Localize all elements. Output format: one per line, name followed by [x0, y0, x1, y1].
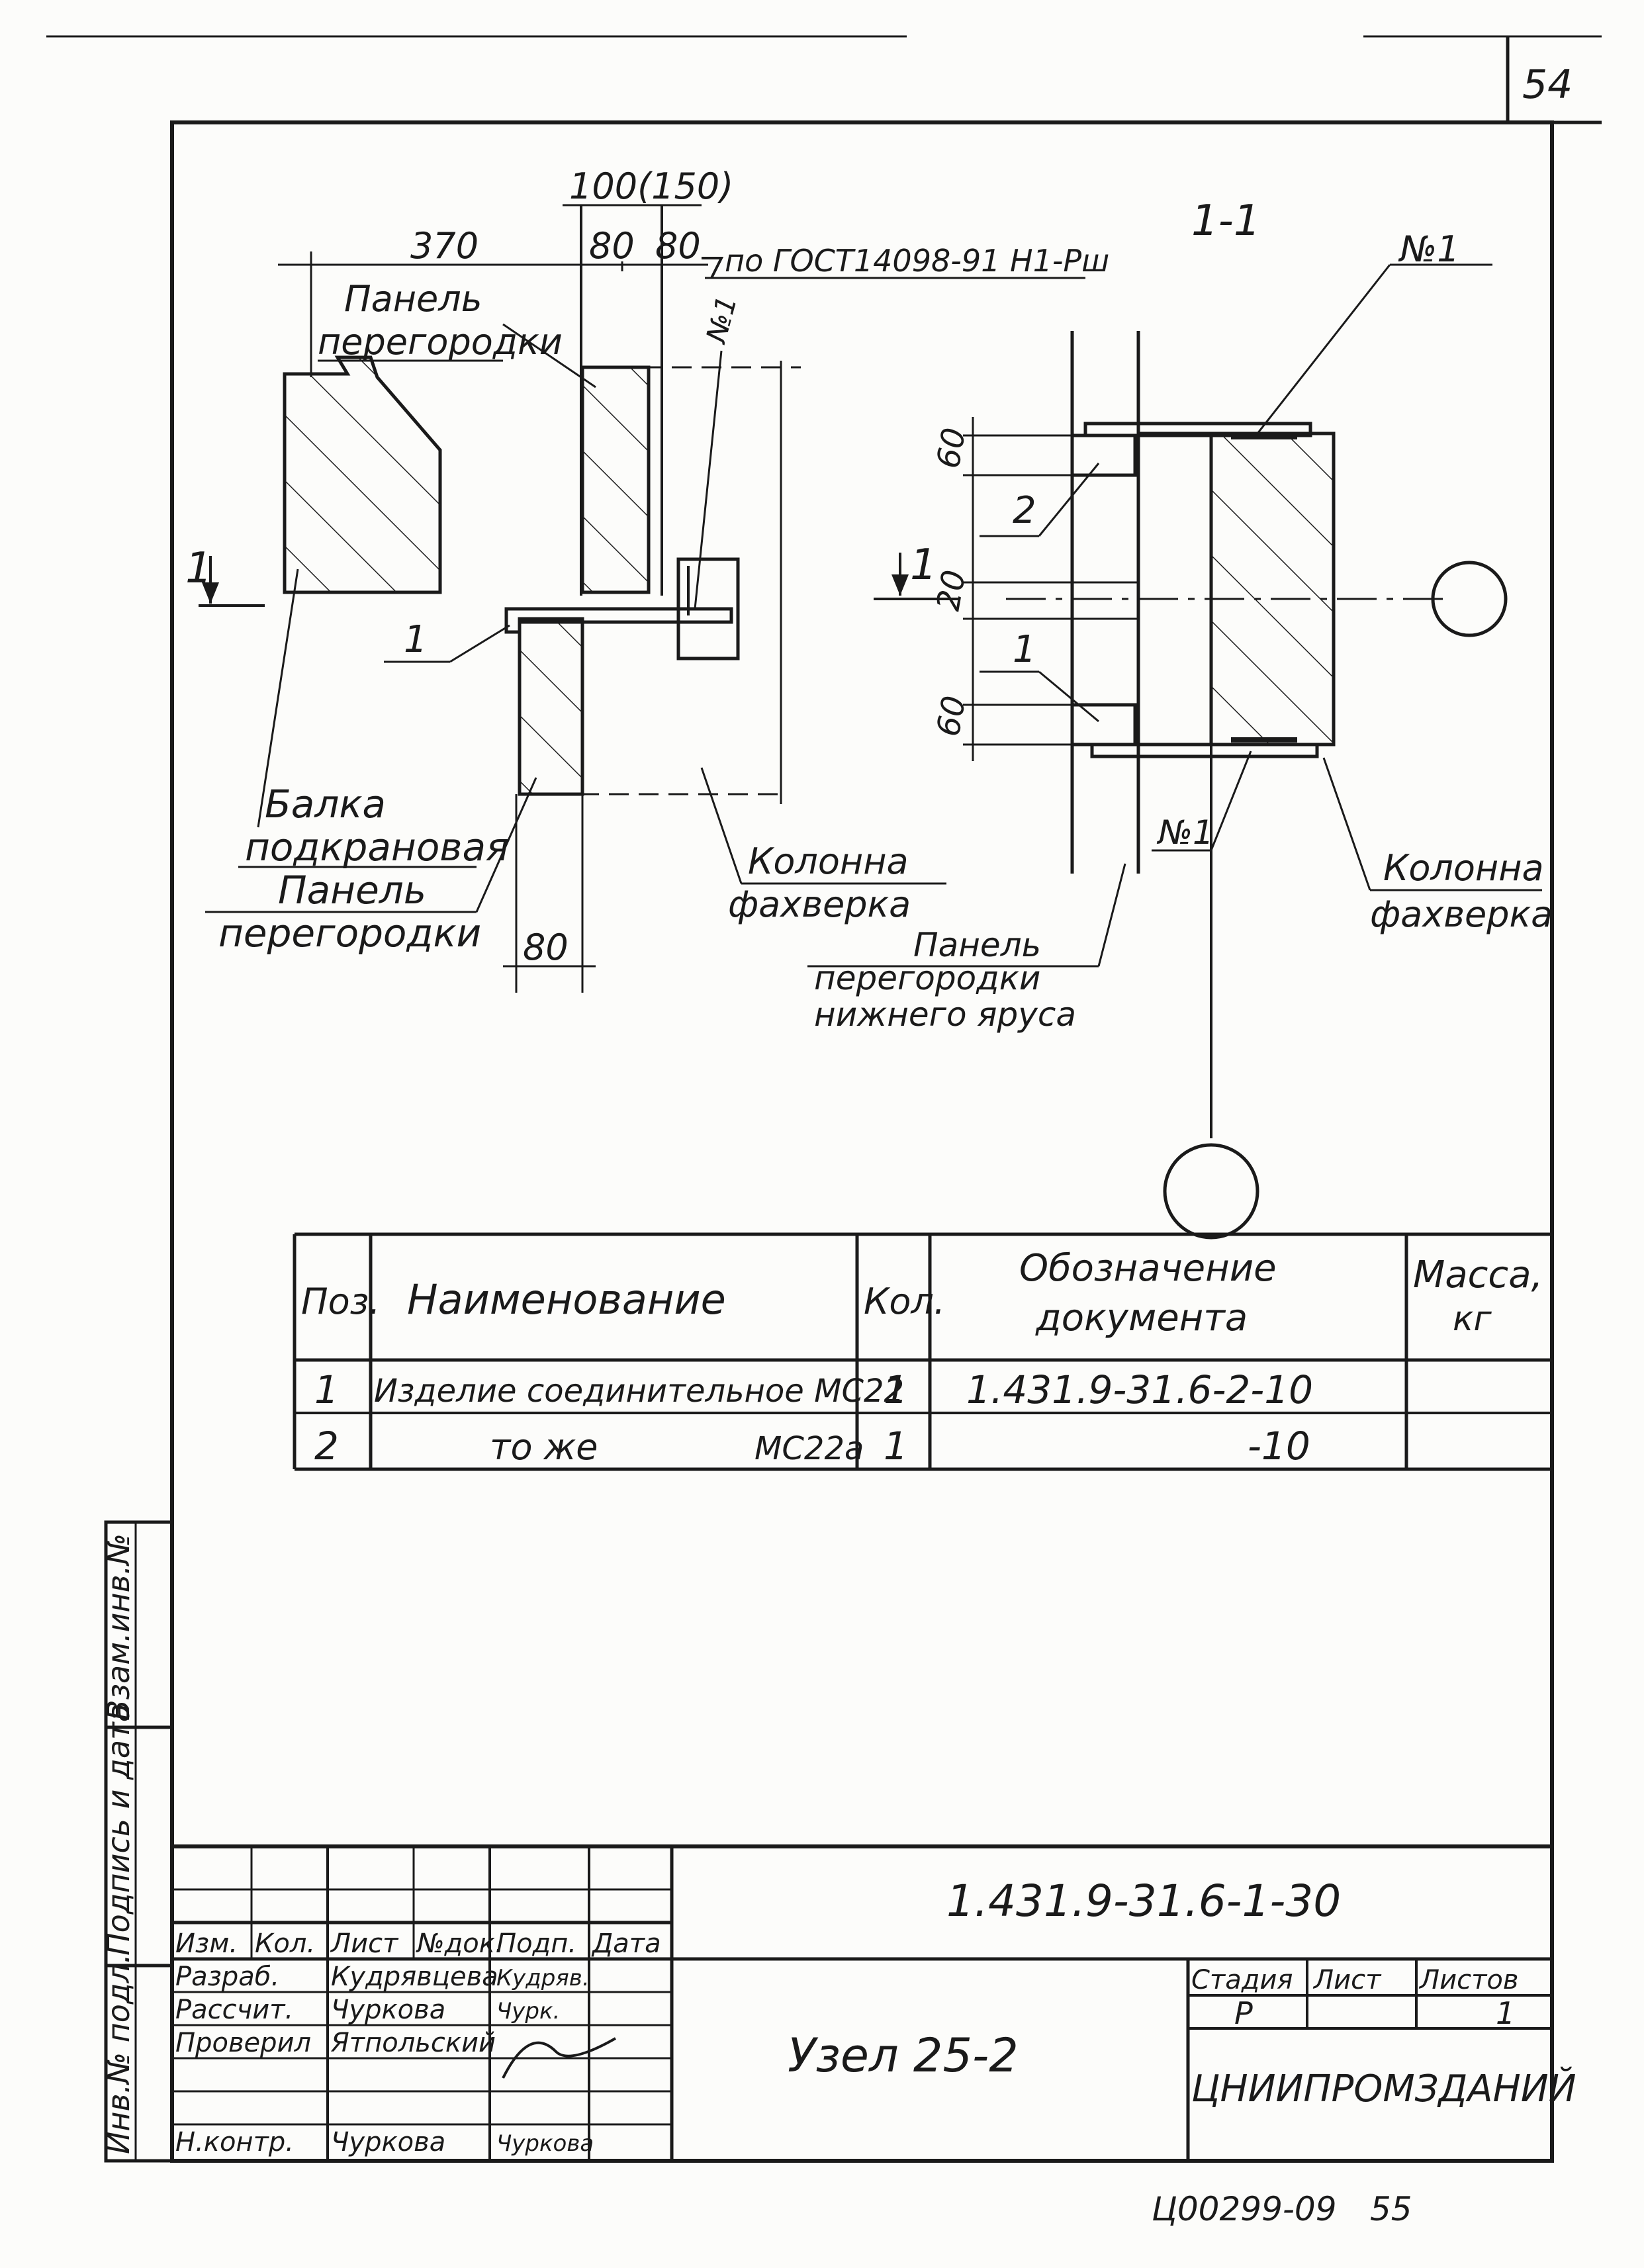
lower-partition-panel: [518, 617, 584, 796]
right-label-column-1: Колонна: [1383, 847, 1544, 889]
table-row: 1 Изделие соединительное МС22 1 1.431.9-…: [314, 1367, 1313, 1412]
sheets-value: 1: [1496, 1995, 1515, 2031]
name-0: Кудрявцева: [331, 1962, 498, 1992]
right-cut-mark: 1: [910, 541, 937, 590]
name-2: Ятпольский: [330, 2028, 496, 2058]
connector-bracket: [676, 557, 740, 660]
row2-pos: 2: [314, 1424, 339, 1469]
row1-name: Изделие соединительное МС22: [374, 1373, 904, 1410]
organization: ЦНИИПРОМЗДАНИЙ: [1191, 2067, 1576, 2110]
right-pos-2: 2: [1013, 489, 1036, 532]
th-qty: Кол.: [864, 1281, 945, 1322]
col-list: Лист: [330, 1928, 399, 1959]
col-kol: Кол.: [255, 1928, 315, 1959]
sign-0: Кудряв.: [496, 1965, 590, 1991]
side-stamp: Взам.инв.№ Подпись и дата Инв.№ подл.: [101, 1520, 174, 2163]
page-mark: 55: [1370, 2190, 1412, 2228]
left-detail: 100(150) 370 80 80 80 по ГОСТ14098-91 Н1…: [185, 165, 1109, 993]
sheet-number-box: 54: [1506, 36, 1602, 124]
sign-4: Чуркова: [496, 2130, 594, 2157]
stamp-replaced-inv: Взам.инв.№: [101, 1533, 136, 1721]
label-lower-panel-3: нижнего яруса: [814, 995, 1076, 1034]
dim-20: 20: [930, 567, 974, 613]
role-0: Разраб.: [175, 1962, 279, 1992]
dim-100-150: 100(150): [569, 165, 733, 207]
th-pos: Поз.: [301, 1281, 381, 1322]
name-1: Чуркова: [331, 1995, 445, 2025]
label-lower-panel-1: Панель: [913, 926, 1041, 964]
row2-doc: -10: [1248, 1424, 1310, 1469]
row2-qty: 1: [884, 1424, 908, 1469]
label-panel-bottom-2: перегородки: [218, 911, 481, 956]
signature-mark: [502, 2037, 616, 2079]
stage-value: Р: [1234, 1995, 1253, 2031]
column-section: [1209, 431, 1336, 747]
right-label-column-2: фахверка: [1370, 893, 1553, 935]
sheet-header: Лист: [1312, 1965, 1382, 1995]
weld-mark-left: №1: [700, 293, 743, 347]
th-name: Наименование: [407, 1275, 726, 1324]
label-panel-top-2: перегородки: [318, 321, 563, 363]
weld-note: по ГОСТ14098-91 Н1-Рш: [725, 243, 1109, 279]
upper-partition-panel: [580, 365, 651, 594]
role-2: Проверил: [175, 2028, 311, 2058]
th-mass-2: кг: [1453, 1299, 1492, 1339]
table-row: 2 то же МС22а 1 -10: [314, 1424, 1310, 1469]
role-4: Н.контр.: [175, 2127, 294, 2157]
label-beam-2: подкрановая: [245, 825, 509, 870]
spec-table: Поз. Наименование Кол. Обозначение докум…: [293, 1232, 1552, 1471]
dim-80-b: 80: [655, 225, 701, 267]
th-doc-2: документа: [1035, 1296, 1248, 1339]
title-block: Изм. Кол. Лист №док. Подп. Дата Разраб. …: [172, 1844, 1576, 2161]
label-lower-panel-2: перегородки: [814, 959, 1040, 997]
archive-number: Ц00299-09: [1152, 2190, 1337, 2228]
th-mass-1: Масса,: [1413, 1253, 1543, 1296]
doc-code: 1.431.9-31.6-1-30: [946, 1876, 1341, 1927]
node-title: Узел 25-2: [788, 2028, 1019, 2083]
col-izm: Изм.: [175, 1928, 238, 1959]
dim-80-a: 80: [589, 225, 635, 267]
sign-1: Чурк.: [496, 1998, 560, 2024]
label-panel-top-1: Панель: [344, 278, 482, 320]
dim-60-top: 60: [930, 425, 974, 471]
main-frame: [170, 120, 1554, 2163]
weld-mark-top: №1: [1398, 228, 1460, 270]
section-label: 1-1: [1191, 197, 1261, 246]
sheet-number: 54: [1522, 62, 1573, 108]
col-date: Дата: [591, 1928, 661, 1959]
dim-60-bottom: 60: [930, 693, 974, 739]
label-column-1: Колонна: [748, 840, 909, 882]
stage-header: Стадия: [1191, 1965, 1293, 1995]
name-4: Чуркова: [331, 2127, 445, 2157]
row1-qty: 1: [884, 1367, 908, 1412]
dim-370: 370: [410, 225, 479, 267]
crane-beam: [283, 355, 442, 594]
label-column-2: фахверка: [728, 884, 911, 925]
row2-mark: МС22а: [754, 1430, 864, 1467]
col-doc: №док.: [416, 1928, 504, 1959]
weld-mark-bottom: №1: [1156, 813, 1214, 852]
left-pos-1: 1: [404, 618, 428, 661]
right-pos-1: 1: [1013, 628, 1036, 671]
th-doc-1: Обозначение: [1019, 1247, 1277, 1290]
role-1: Рассчит.: [175, 1995, 293, 2025]
right-detail: 1-1 №1 60 20 60 2: [807, 197, 1553, 1240]
stamp-signature-date: Подпись и дата: [101, 1703, 136, 1956]
stamp-original-inv: Инв.№ подл.: [101, 1954, 136, 2154]
label-panel-bottom-1: Панель: [278, 868, 426, 913]
row1-doc: 1.431.9-31.6-2-10: [966, 1367, 1313, 1412]
sheets-header: Листов: [1418, 1965, 1518, 1995]
col-sign: Подп.: [496, 1928, 576, 1959]
row2-name: то же: [490, 1426, 598, 1468]
label-beam-1: Балка: [265, 782, 386, 827]
row1-pos: 1: [314, 1367, 339, 1412]
dim-80-bottom: 80: [523, 927, 569, 968]
